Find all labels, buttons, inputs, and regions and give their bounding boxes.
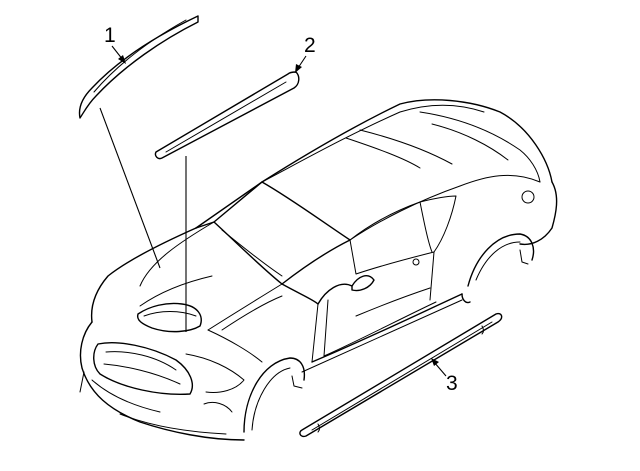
callout-1: 1 <box>99 24 161 269</box>
callout-2-label: 2 <box>304 34 316 57</box>
part-3-rocker-molding <box>299 312 503 438</box>
callout-1-label: 1 <box>104 24 116 47</box>
callout-3-label: 3 <box>446 372 458 395</box>
part-1-molding <box>78 15 199 119</box>
car-body <box>79 99 558 441</box>
callout-3: 3 <box>431 358 458 395</box>
callout-2: 2 <box>185 34 316 332</box>
part-2-molding <box>154 71 300 160</box>
